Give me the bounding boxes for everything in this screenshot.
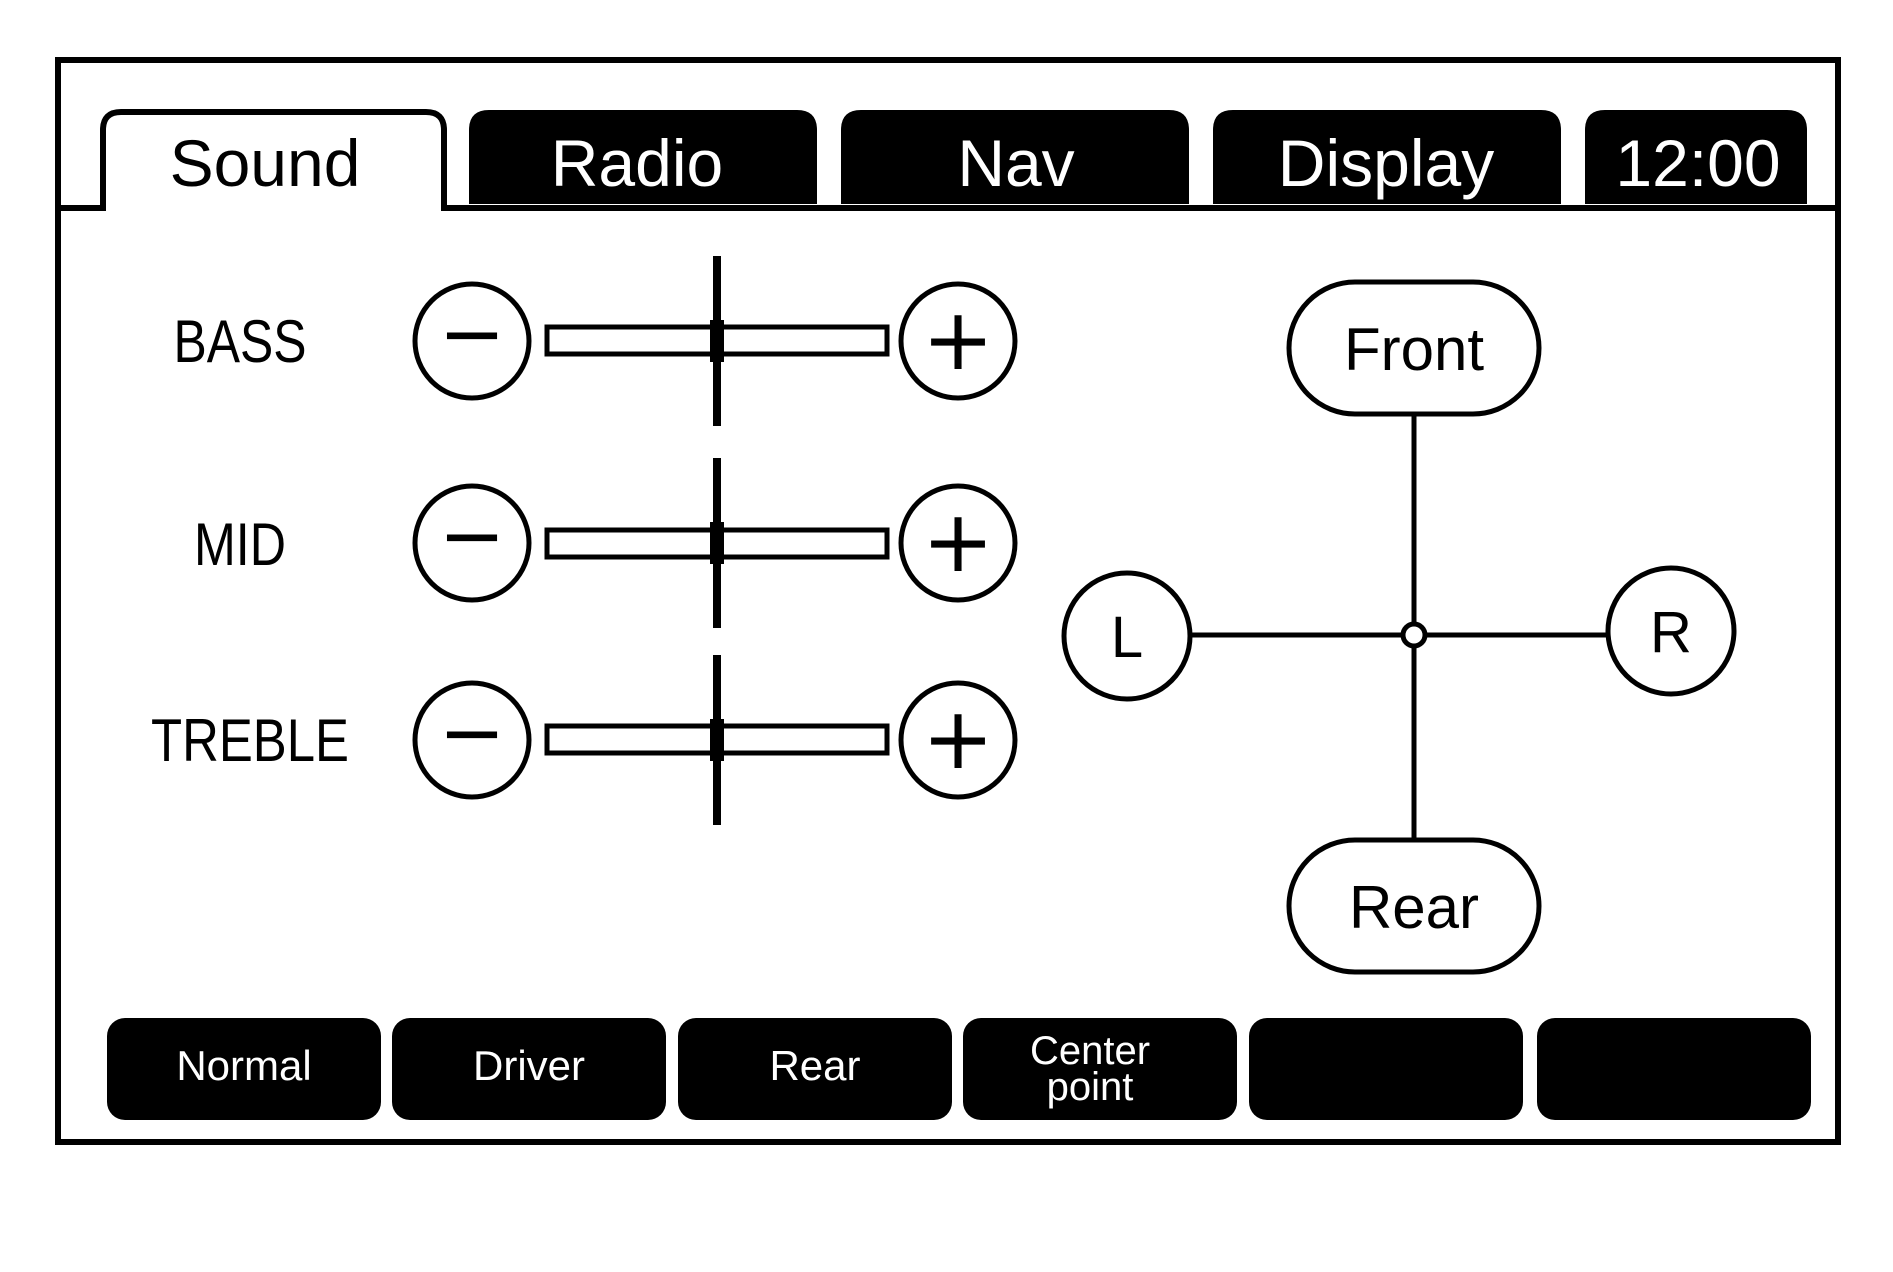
right-button-label: R [1650,600,1692,665]
clock-tab[interactable]: 12:00 [1585,110,1807,204]
preset-normal-button[interactable]: Normal [107,1018,381,1120]
preset-center-point-label-line2: point [1047,1065,1134,1109]
bass-plus-icon: + [922,290,994,390]
treble-plus-icon: + [922,689,994,789]
treble-plus-button[interactable]: + [898,680,1018,800]
mid-minus-circle [412,483,532,603]
rear-fade-button-label: Rear [1349,874,1479,941]
preset-normal-label: Normal [176,1042,311,1089]
tab-nav-label: Nav [957,126,1074,200]
bass-control: BASS − + [174,256,1018,426]
preset-driver-button[interactable]: Driver [392,1018,666,1120]
tab-radio[interactable]: Radio [469,110,817,204]
bass-plus-button[interactable]: + [898,281,1018,401]
treble-minus-circle [412,680,532,800]
tab-nav-bg [841,110,1189,204]
treble-label: TREBLE [151,707,349,774]
mid-label: MID [194,511,286,578]
right-button-circle [1605,565,1737,697]
mid-plus-icon: + [922,492,994,592]
tab-radio-bg [469,110,817,204]
left-button-label: L [1111,605,1143,670]
preset-rear-label: Rear [769,1042,860,1089]
left-button[interactable]: L [1061,570,1193,702]
preset-rear-bg [678,1018,952,1120]
right-button[interactable]: R [1605,565,1737,697]
mid-minus-icon: − [438,489,505,582]
mid-plus-circle [898,483,1018,603]
preset-normal-bg [107,1018,381,1120]
bass-minus-icon: − [438,287,505,380]
preset-driver-label: Driver [473,1042,585,1089]
rear-fade-button-bg [1286,837,1542,975]
treble-minus-button[interactable]: − [412,680,532,800]
tab-sound[interactable]: Sound [60,109,1836,211]
clock-label: 12:00 [1615,126,1780,200]
tab-sound-outline [60,109,1836,211]
rear-fade-button[interactable]: Rear [1286,837,1542,975]
balance-fade-dot[interactable] [1400,621,1428,649]
preset-empty-bg-6 [1537,1018,1811,1120]
bass-plus-circle [898,281,1018,401]
mid-minus-button[interactable]: − [412,483,532,603]
preset-empty-button-6[interactable] [1537,1018,1811,1120]
tab-sound-label: Sound [170,126,361,200]
treble-minus-icon: − [438,686,505,779]
bass-minus-circle [412,281,532,401]
preset-empty-button-5[interactable] [1249,1018,1523,1120]
front-button-bg [1286,279,1542,417]
preset-center-point-button[interactable]: Center point [963,1018,1237,1120]
tab-radio-label: Radio [551,126,723,200]
tab-display-label: Display [1278,126,1494,200]
preset-center-point-bg [963,1018,1237,1120]
balance-fade-pad: Front Rear L R [1061,279,1737,975]
treble-plus-circle [898,680,1018,800]
bass-label: BASS [174,308,307,375]
mid-control: MID − + [194,458,1018,628]
clock-tab-bg [1585,110,1807,204]
front-button-label: Front [1344,316,1484,383]
preset-empty-bg-5 [1249,1018,1523,1120]
preset-center-point-label-line1: Center [1030,1029,1150,1073]
bass-minus-button[interactable]: − [412,281,532,401]
left-button-circle [1061,570,1193,702]
tab-nav[interactable]: Nav [841,110,1189,204]
mid-plus-button[interactable]: + [898,483,1018,603]
tab-display-bg [1213,110,1561,204]
preset-driver-bg [392,1018,666,1120]
tab-display[interactable]: Display [1213,110,1561,204]
preset-rear-button[interactable]: Rear [678,1018,952,1120]
front-button[interactable]: Front [1286,279,1542,417]
treble-control: TREBLE − + [151,655,1018,825]
